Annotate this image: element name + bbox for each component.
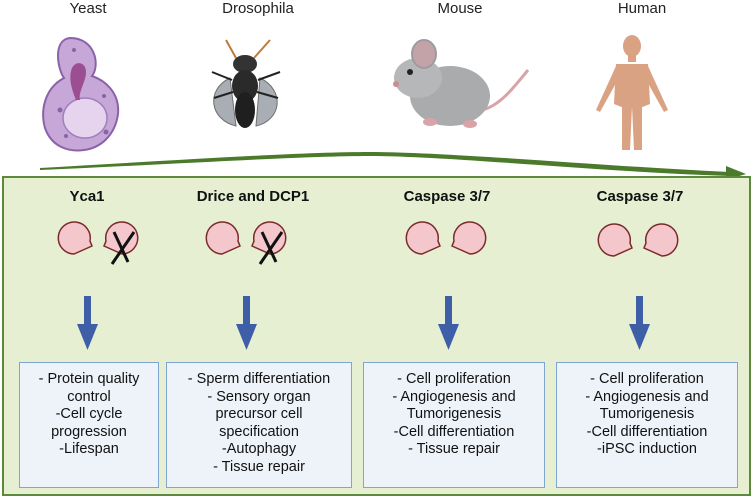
function-line: Tumorigenesis — [599, 406, 695, 422]
column-title-mouse: Caspase 3/7 — [403, 188, 491, 205]
function-line: -Cell differentiation — [393, 423, 515, 440]
caspase-icon — [405, 221, 487, 255]
cross-mark-icon — [110, 231, 136, 265]
organism-label-mouse: Mouse — [437, 0, 483, 17]
caspase-icon — [57, 221, 139, 255]
fly-icon — [211, 39, 281, 128]
function-line: Tumorigenesis — [406, 406, 502, 422]
function-line: - Sperm differentiation — [187, 371, 331, 387]
function-line: -Autophagy — [221, 441, 297, 457]
down-arrow-icon — [77, 296, 98, 350]
organism-label-yeast: Yeast — [69, 0, 107, 17]
function-box-drosophila: - Sperm differentiation - Sensory organ … — [166, 362, 352, 488]
human-icon — [596, 35, 668, 150]
caspase-icon — [597, 223, 679, 257]
mouse-icon — [393, 39, 530, 128]
function-line: - Protein quality — [38, 371, 140, 387]
column-title-human: Caspase 3/7 — [596, 188, 684, 205]
cross-mark-icon — [258, 231, 284, 265]
caspase-icon — [205, 221, 287, 255]
function-line: -Lifespan — [59, 441, 119, 457]
function-line: precursor cell — [215, 406, 303, 422]
function-line: - Cell proliferation — [397, 371, 511, 387]
function-line: - Tissue repair — [213, 458, 305, 475]
down-arrow-icon — [629, 296, 650, 350]
function-line: - Angiogenesis and — [392, 388, 516, 405]
function-line: -Cell differentiation — [586, 423, 708, 440]
yeast-cell-icon — [42, 36, 120, 152]
organism-label-human: Human — [617, 0, 667, 17]
column-title-drosophila: Drice and DCP1 — [196, 188, 310, 205]
function-line: - Sensory organ — [207, 388, 311, 405]
function-line: control — [67, 388, 111, 405]
function-box-yeast: - Protein quality control -Cell cycle pr… — [19, 362, 159, 488]
down-arrow-icon — [438, 296, 459, 350]
function-box-mouse: - Cell proliferation - Angiogenesis and … — [363, 362, 545, 488]
function-line: progression — [51, 423, 127, 440]
function-line: - Cell proliferation — [590, 371, 704, 387]
function-line: - Angiogenesis and — [585, 388, 709, 405]
function-line: -Cell cycle — [55, 406, 123, 422]
down-arrow-icon — [236, 296, 257, 350]
function-line: specification — [219, 423, 299, 440]
function-line: -iPSC induction — [597, 441, 697, 457]
function-line: - Tissue repair — [408, 441, 500, 457]
organism-label-drosophila: Drosophila — [222, 0, 294, 17]
column-title-yeast: Yca1 — [69, 188, 105, 205]
function-box-human: - Cell proliferation - Angiogenesis and … — [556, 362, 738, 488]
